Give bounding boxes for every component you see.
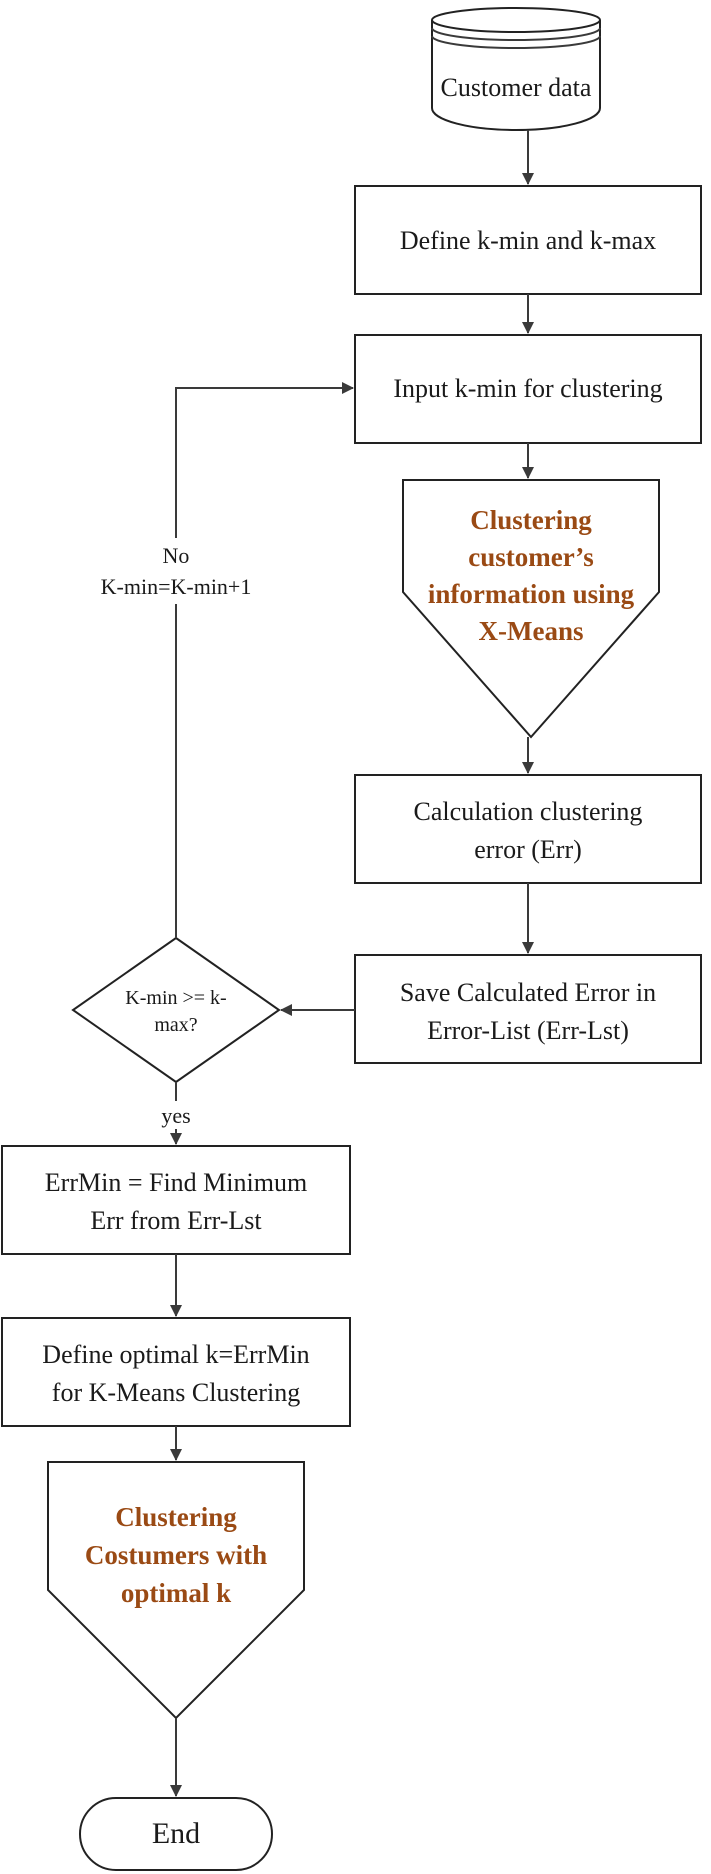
save-error-line-2: Error-List (Err-Lst) [427, 1016, 629, 1045]
errmin-line-2: Err from Err-Lst [90, 1206, 262, 1235]
customer-data-label: Customer data [441, 73, 592, 102]
yes-label-bg [150, 1101, 202, 1129]
xmeans-line-4: X-Means [479, 616, 584, 646]
edge-no-loop [175, 382, 354, 938]
no-label: No [163, 543, 190, 568]
clustering-optimal-line-1: Clustering [115, 1502, 237, 1532]
calc-error-line-1: Calculation clustering [414, 797, 643, 826]
errmin-line-1: ErrMin = Find Minimum [45, 1168, 307, 1197]
xmeans-line-2: customer’s [468, 542, 593, 572]
yes-label: yes [161, 1103, 190, 1128]
errmin-process: ErrMin = Find Minimum Err from Err-Lst [1, 1145, 351, 1255]
calc-error-process: Calculation clustering error (Err) [354, 774, 702, 884]
clustering-xmeans-step: Clustering customer’s information using … [402, 479, 660, 739]
define-k-process: Define k-min and k-max [354, 185, 702, 295]
input-kmin-process: Input k-min for clustering [354, 334, 702, 444]
no-label-bg [72, 538, 282, 604]
save-error-process: Save Calculated Error in Error-List (Err… [354, 954, 702, 1064]
define-optimal-line-2: for K-Means Clustering [52, 1378, 300, 1407]
clustering-optimal-step: Clustering Costumers with optimal k [47, 1461, 305, 1720]
customer-data-database: Customer data [431, 7, 601, 131]
xmeans-line-1: Clustering [470, 505, 592, 535]
decision-line-2: max? [154, 1014, 197, 1036]
clustering-optimal-line-3: optimal k [121, 1578, 231, 1608]
xmeans-line-3: information using [428, 579, 635, 609]
end-label: End [152, 1817, 200, 1850]
define-optimal-process: Define optimal k=ErrMin for K-Means Clus… [1, 1317, 351, 1427]
save-error-line-1: Save Calculated Error in [400, 978, 656, 1007]
define-optimal-line-1: Define optimal k=ErrMin [42, 1340, 309, 1369]
define-k-label: Define k-min and k-max [400, 226, 656, 255]
no-update-label: K-min=K-min+1 [101, 574, 252, 599]
decision-line-1: K-min >= k- [125, 987, 226, 1009]
calc-error-line-2: error (Err) [474, 835, 582, 864]
end-terminator: End [79, 1797, 273, 1871]
decision-diamond: K-min >= k- max? [71, 936, 281, 1084]
input-kmin-label: Input k-min for clustering [393, 374, 662, 403]
clustering-optimal-line-2: Costumers with [85, 1540, 267, 1570]
